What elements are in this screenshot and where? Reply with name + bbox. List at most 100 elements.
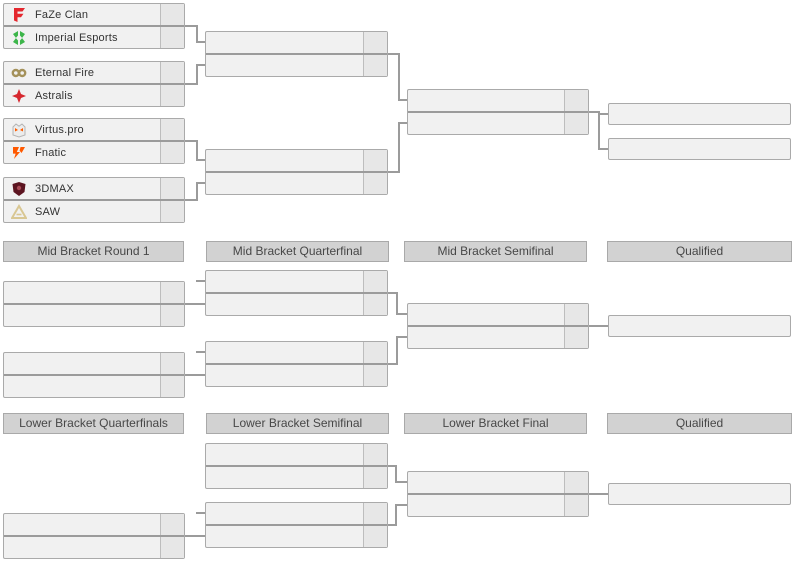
team-slot-empty[interactable] — [206, 526, 387, 547]
team-name: FaZe Clan — [35, 8, 89, 21]
connector-line — [396, 336, 398, 365]
qualified-slot-upper-1[interactable] — [608, 103, 791, 125]
match-upper-r1-2[interactable]: Eternal Fire Astralis — [3, 61, 185, 107]
score-cell — [160, 85, 184, 106]
connector-line — [185, 83, 198, 85]
astralis-logo — [11, 88, 27, 104]
team-slot[interactable]: Eternal Fire — [4, 62, 184, 85]
connector-line — [185, 140, 198, 142]
team-slot[interactable]: Astralis — [4, 85, 184, 106]
match-lower-qf[interactable] — [3, 513, 185, 559]
score-cell — [363, 342, 387, 363]
connector-line — [598, 148, 608, 150]
score-cell — [160, 305, 184, 326]
team-slot-empty[interactable] — [206, 503, 387, 526]
score-cell — [363, 55, 387, 76]
team-slot-empty[interactable] — [408, 304, 588, 327]
connector-line — [395, 504, 407, 506]
qualified-slot-lower[interactable] — [608, 483, 791, 505]
score-cell — [363, 150, 387, 171]
score-cell — [363, 467, 387, 488]
virtus-pro-logo — [11, 122, 27, 138]
score-cell — [363, 173, 387, 194]
team-slot-empty[interactable] — [206, 365, 387, 386]
connector-line — [396, 292, 398, 315]
team-slot-empty[interactable] — [408, 472, 588, 495]
score-cell — [564, 304, 588, 325]
match-lower-sf-1[interactable] — [205, 443, 388, 489]
team-slot-empty[interactable] — [4, 537, 184, 558]
team-slot-empty[interactable] — [408, 90, 588, 113]
team-slot-empty[interactable] — [4, 514, 184, 537]
match-upper-r1-4[interactable]: 3DMAX SAW — [3, 177, 185, 223]
header-mid-round1: Mid Bracket Round 1 — [3, 241, 184, 262]
connector-line — [398, 99, 407, 101]
team-slot[interactable]: Virtus.pro — [4, 119, 184, 142]
match-mid-r1-2[interactable] — [3, 352, 185, 398]
score-cell — [160, 537, 184, 558]
connector-line — [196, 351, 205, 353]
connector-line — [388, 292, 398, 294]
match-upper-r1-3[interactable]: Virtus.pro Fnatic — [3, 118, 185, 164]
match-upper-qf-2[interactable] — [205, 149, 388, 195]
score-cell — [363, 444, 387, 465]
connector-line — [395, 504, 397, 526]
match-upper-r1-1[interactable]: FaZe Clan Imperial Esports — [3, 3, 185, 49]
imperial-esports-logo — [11, 30, 27, 46]
team-slot-empty[interactable] — [206, 294, 387, 315]
match-mid-sf[interactable] — [407, 303, 589, 349]
connector-line — [589, 111, 600, 113]
score-cell — [363, 294, 387, 315]
team-name: 3DMAX — [35, 182, 74, 195]
team-slot-empty[interactable] — [408, 495, 588, 516]
team-slot[interactable]: 3DMAX — [4, 178, 184, 201]
match-lower-sf-2[interactable] — [205, 502, 388, 548]
team-slot-empty[interactable] — [408, 327, 588, 348]
match-upper-qf-1[interactable] — [205, 31, 388, 77]
match-upper-sf[interactable] — [407, 89, 589, 135]
connector-line — [398, 122, 400, 173]
match-mid-qf-2[interactable] — [205, 341, 388, 387]
team-name: Imperial Esports — [35, 31, 118, 44]
team-slot-empty[interactable] — [4, 353, 184, 376]
team-slot-empty[interactable] — [206, 444, 387, 467]
score-cell — [160, 376, 184, 397]
team-slot-empty[interactable] — [206, 150, 387, 173]
team-slot[interactable]: Imperial Esports — [4, 27, 184, 48]
score-cell — [160, 4, 184, 25]
match-lower-final[interactable] — [407, 471, 589, 517]
match-mid-r1-1[interactable] — [3, 281, 185, 327]
score-cell — [363, 32, 387, 53]
connector-line — [388, 524, 397, 526]
team-slot-empty[interactable] — [408, 113, 588, 134]
score-cell — [363, 526, 387, 547]
connector-line — [598, 113, 608, 115]
team-name: Fnatic — [35, 146, 67, 159]
team-slot-empty[interactable] — [206, 342, 387, 365]
qualified-slot-mid[interactable] — [608, 315, 791, 337]
score-cell — [160, 353, 184, 374]
team-slot-empty[interactable] — [206, 32, 387, 55]
team-slot[interactable]: Fnatic — [4, 142, 184, 163]
connector-line — [196, 512, 205, 514]
score-cell — [363, 271, 387, 292]
connector-line — [185, 374, 205, 376]
team-slot-empty[interactable] — [206, 271, 387, 294]
header-mid-qualified: Qualified — [607, 241, 792, 262]
team-slot-empty[interactable] — [206, 173, 387, 194]
team-slot-empty[interactable] — [206, 467, 387, 488]
team-slot[interactable]: FaZe Clan — [4, 4, 184, 27]
team-slot[interactable]: SAW — [4, 201, 184, 222]
score-cell — [160, 62, 184, 83]
connector-line — [395, 465, 397, 483]
connector-line — [598, 111, 600, 150]
team-slot-empty[interactable] — [206, 55, 387, 76]
match-mid-qf-1[interactable] — [205, 270, 388, 316]
qualified-slot-upper-2[interactable] — [608, 138, 791, 160]
team-slot-empty[interactable] — [4, 305, 184, 326]
team-slot-empty[interactable] — [4, 282, 184, 305]
team-slot-empty[interactable] — [4, 376, 184, 397]
connector-line — [196, 41, 205, 43]
team-name: Astralis — [35, 89, 73, 102]
score-cell — [564, 90, 588, 111]
